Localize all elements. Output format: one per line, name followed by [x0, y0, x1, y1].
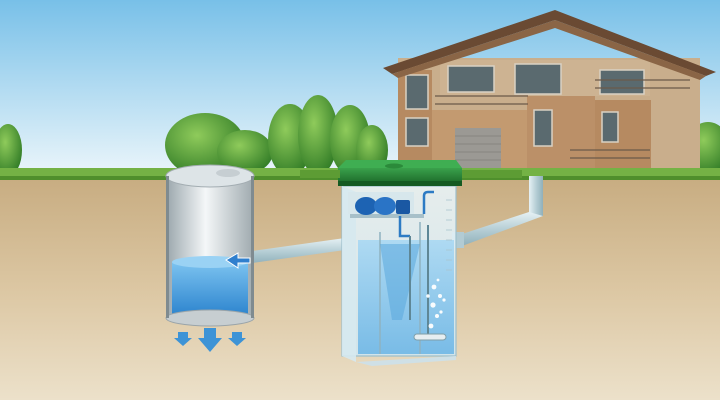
filtration-well-icon [165, 164, 255, 327]
house-icon [383, 10, 716, 174]
outflow-pipe [245, 238, 345, 264]
flow-arrow-icon [225, 252, 251, 269]
grass-tufts [300, 170, 522, 178]
septic-station-icon [338, 160, 462, 366]
drain-arrow-icon [174, 328, 246, 352]
